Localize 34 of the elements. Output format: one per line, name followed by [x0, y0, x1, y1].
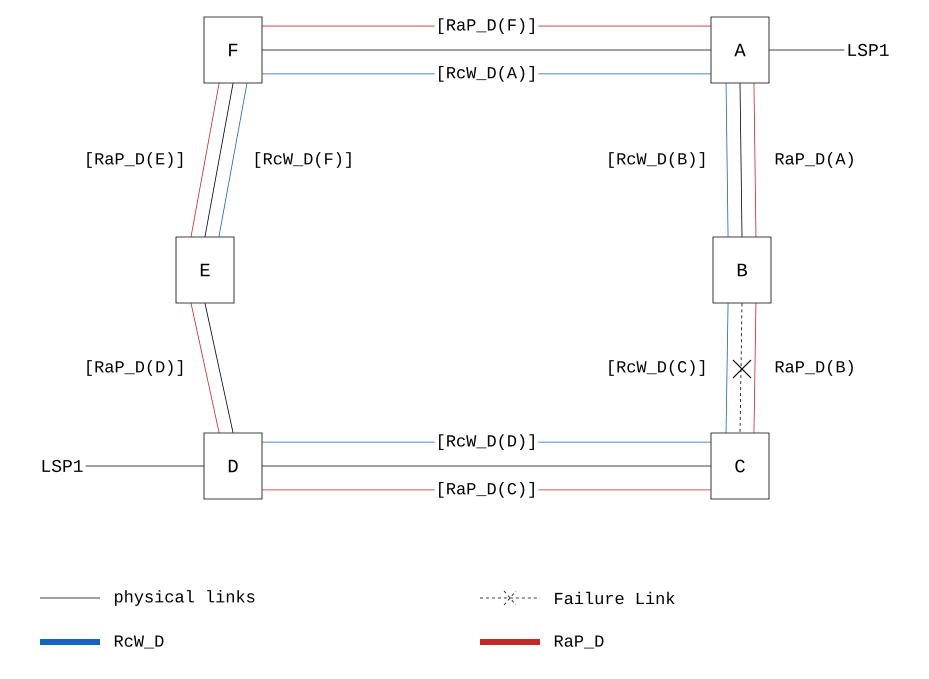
- edge-label: [RcW_D(F)]: [256, 152, 351, 168]
- router-box: C: [710, 432, 770, 500]
- router-box: B: [712, 236, 772, 304]
- link-line: [754, 83, 756, 237]
- link-line: [190, 303, 220, 433]
- edge-label: [RaP_D(F)]: [434, 17, 538, 35]
- edge-label: RaP_D(A): [776, 152, 853, 168]
- link-line: [204, 83, 234, 237]
- link-line: [740, 303, 742, 433]
- lsp-label: LSP1: [848, 44, 889, 56]
- lsp-label: LSP1: [42, 460, 83, 472]
- link-line: [726, 83, 728, 237]
- link-line: [754, 303, 756, 433]
- router-box: F: [204, 16, 262, 84]
- router-box: E: [176, 236, 234, 304]
- link-line: [740, 83, 742, 237]
- edge-label: [RcW_D(A)]: [434, 65, 538, 83]
- edge-label: [RaP_D(D)]: [87, 360, 182, 376]
- router-box: D: [204, 432, 262, 500]
- link-line: [204, 303, 234, 433]
- legend-text: RcW_D: [114, 636, 164, 648]
- link-line: [190, 83, 220, 237]
- edge-label: RaP_D(B): [776, 360, 853, 376]
- edge-label: [RcW_D(C)]: [609, 360, 704, 376]
- edge-label: [RaP_D(C)]: [434, 481, 538, 499]
- legend-text: physical links: [115, 590, 254, 606]
- edge-label: [RaP_D(E)]: [87, 152, 182, 168]
- legend-text: RaP_D: [554, 636, 604, 648]
- link-line: [218, 83, 248, 237]
- link-line: [726, 303, 728, 433]
- router-box: A: [710, 16, 770, 84]
- edge-label: [RcW_D(D)]: [434, 433, 538, 451]
- legend-text: Failure Link: [555, 592, 675, 604]
- edge-label: [RcW_D(B)]: [609, 152, 704, 168]
